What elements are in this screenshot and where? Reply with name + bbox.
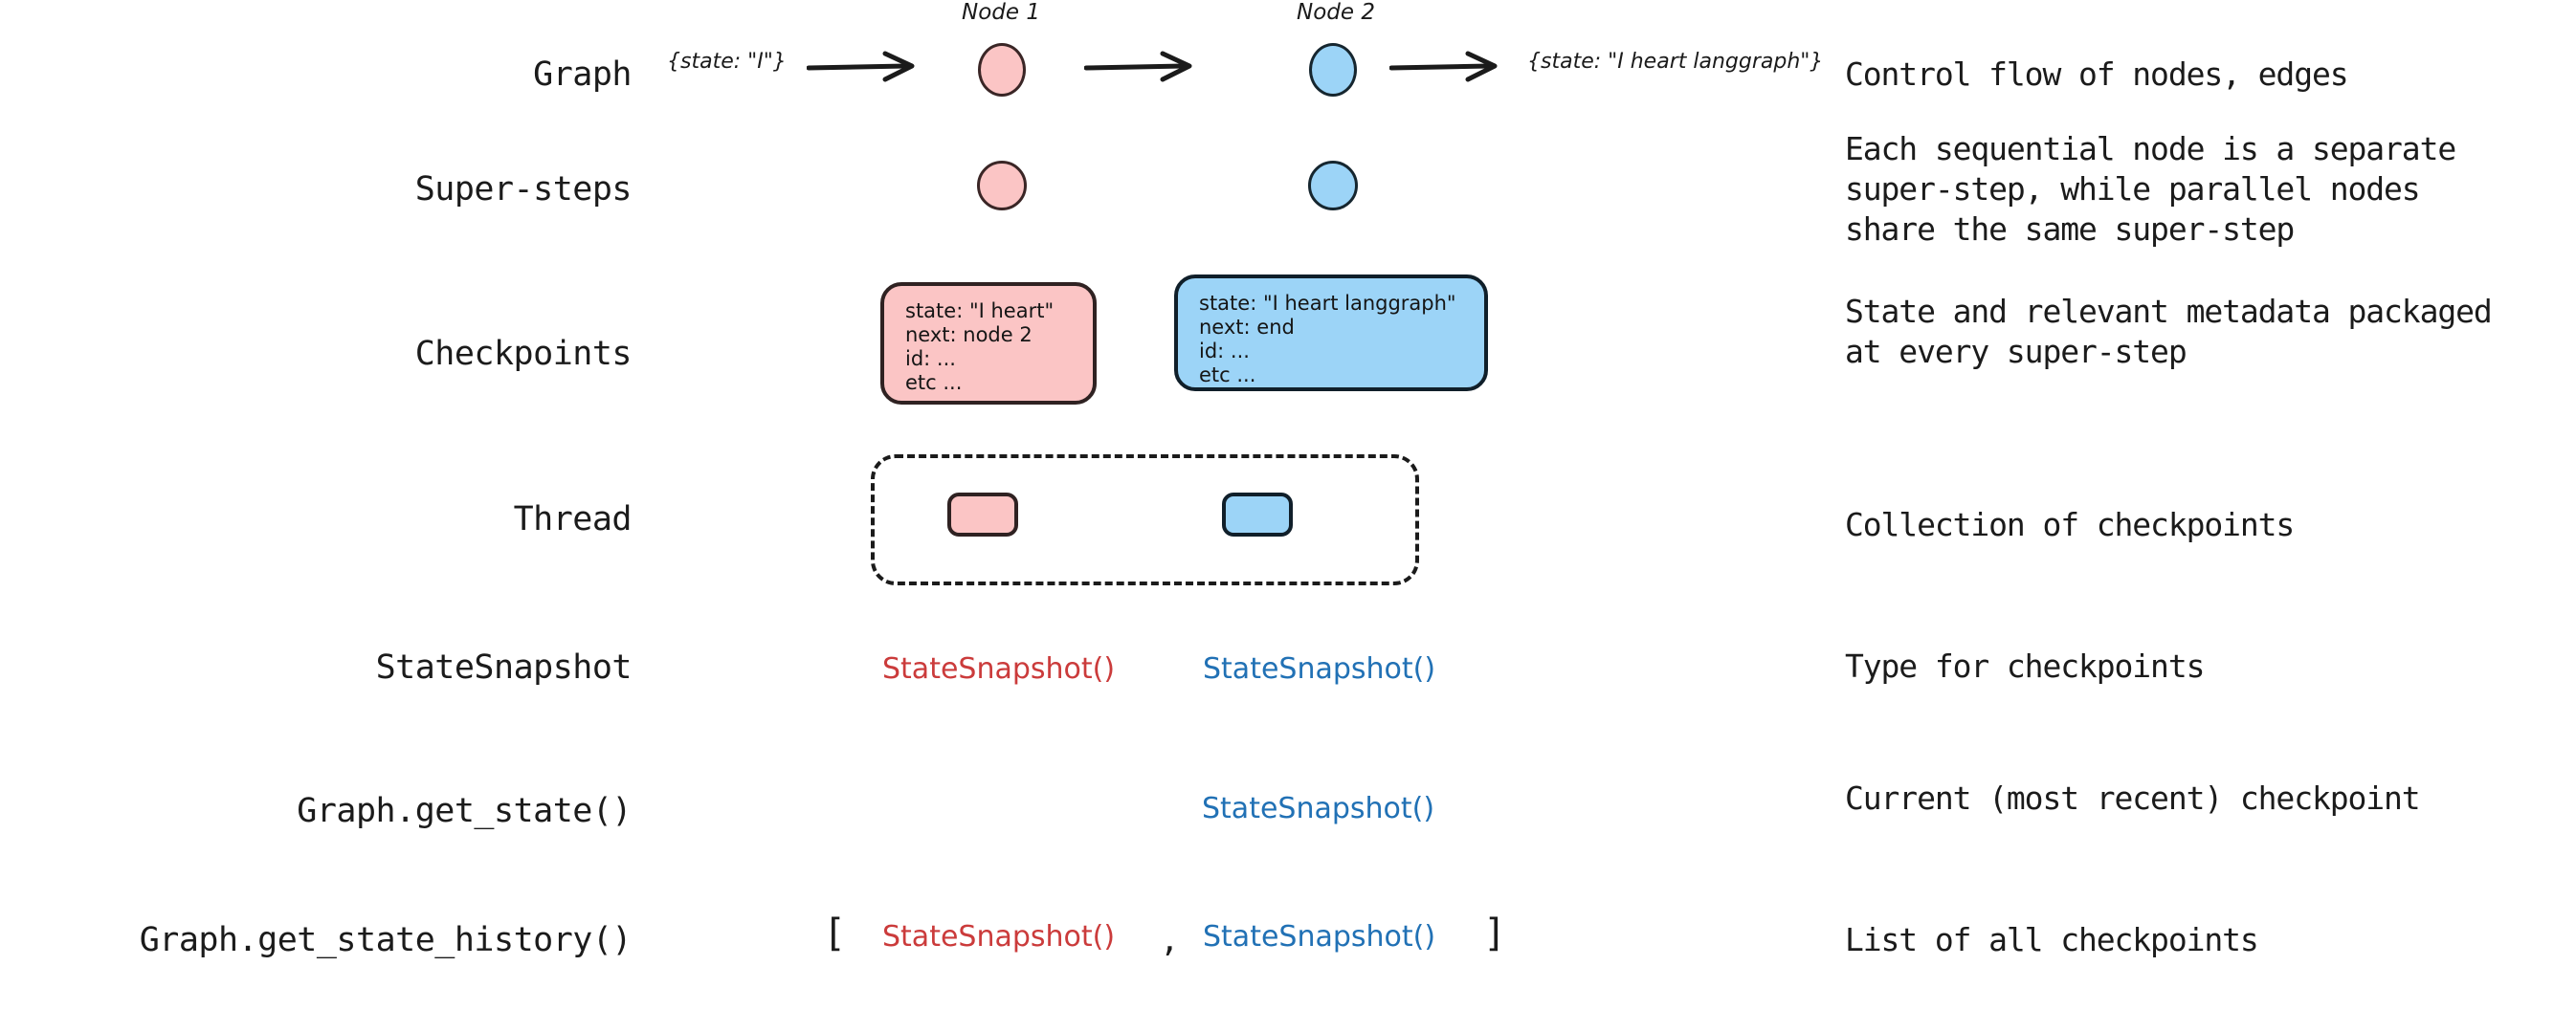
super-step-circle-1[interactable] — [977, 161, 1027, 210]
checkpoint-2-line-3: id: ... — [1199, 340, 1250, 362]
checkpoint-1-line-4: etc ... — [905, 371, 963, 394]
row-label-super-steps: Super-steps — [414, 170, 633, 209]
checkpoint-1-line-3: id: ... — [905, 347, 956, 370]
row-label-statesnapshot: StateSnapshot — [375, 648, 633, 687]
checkpoint-2-line-4: etc ... — [1199, 363, 1256, 386]
checkpoint-1-line-1: state: "I heart" — [905, 299, 1055, 322]
thread-checkpoint-chip-2[interactable] — [1222, 493, 1293, 537]
description-thread: Collection of checkpoints — [1845, 506, 2295, 543]
thread-container — [871, 454, 1419, 585]
thread-checkpoint-chip-1[interactable] — [947, 493, 1018, 537]
history-close-bracket: ] — [1483, 911, 1507, 955]
node-2-caption: Node 2 — [1297, 0, 1375, 25]
input-state-annotation: {state: "I"} — [667, 50, 787, 74]
description-super-steps: Each sequential node is a separate super… — [1845, 130, 2456, 248]
row-label-checkpoints: Checkpoints — [414, 335, 633, 373]
statesnapshot-token-red[interactable]: StateSnapshot() — [882, 652, 1116, 686]
description-statesnapshot: Type for checkpoints — [1845, 648, 2205, 685]
history-token-red[interactable]: StateSnapshot() — [882, 920, 1116, 954]
checkpoint-card-2[interactable]: state: "I heart langgraph" next: end id:… — [1174, 274, 1488, 391]
history-open-bracket: [ — [823, 911, 847, 955]
statesnapshot-token-blue[interactable]: StateSnapshot() — [1203, 652, 1436, 686]
super-step-circle-2[interactable] — [1308, 161, 1358, 210]
edge-arrow-3 — [1389, 51, 1498, 82]
description-get-state: Current (most recent) checkpoint — [1845, 779, 2421, 817]
row-label-graph-get-state-history: Graph.get_state_history() — [139, 921, 633, 959]
row-label-graph: Graph — [533, 55, 632, 94]
output-state-annotation: {state: "I heart langgraph"} — [1527, 50, 1824, 74]
history-separator: , — [1160, 921, 1180, 959]
row-label-graph-get-state: Graph.get_state() — [297, 792, 632, 830]
row-label-thread: Thread — [513, 500, 633, 538]
node-1-caption: Node 1 — [962, 0, 1040, 25]
edge-arrow-2 — [1084, 51, 1192, 82]
checkpoint-card-1[interactable]: state: "I heart" next: node 2 id: ... et… — [880, 282, 1097, 405]
graph-node-1[interactable] — [978, 43, 1026, 97]
description-checkpoints: State and relevant metadata packaged at … — [1845, 293, 2493, 370]
edge-arrow-1 — [807, 51, 915, 82]
description-get-state-history: List of all checkpoints — [1845, 921, 2259, 958]
description-graph: Control flow of nodes, edges — [1845, 55, 2349, 93]
get-state-result-token[interactable]: StateSnapshot() — [1202, 792, 1435, 825]
graph-node-2[interactable] — [1309, 43, 1357, 97]
checkpoint-2-line-1: state: "I heart langgraph" — [1199, 292, 1456, 315]
history-token-blue[interactable]: StateSnapshot() — [1203, 920, 1436, 954]
checkpoint-1-line-2: next: node 2 — [905, 323, 1033, 346]
checkpoint-2-line-2: next: end — [1199, 316, 1295, 339]
